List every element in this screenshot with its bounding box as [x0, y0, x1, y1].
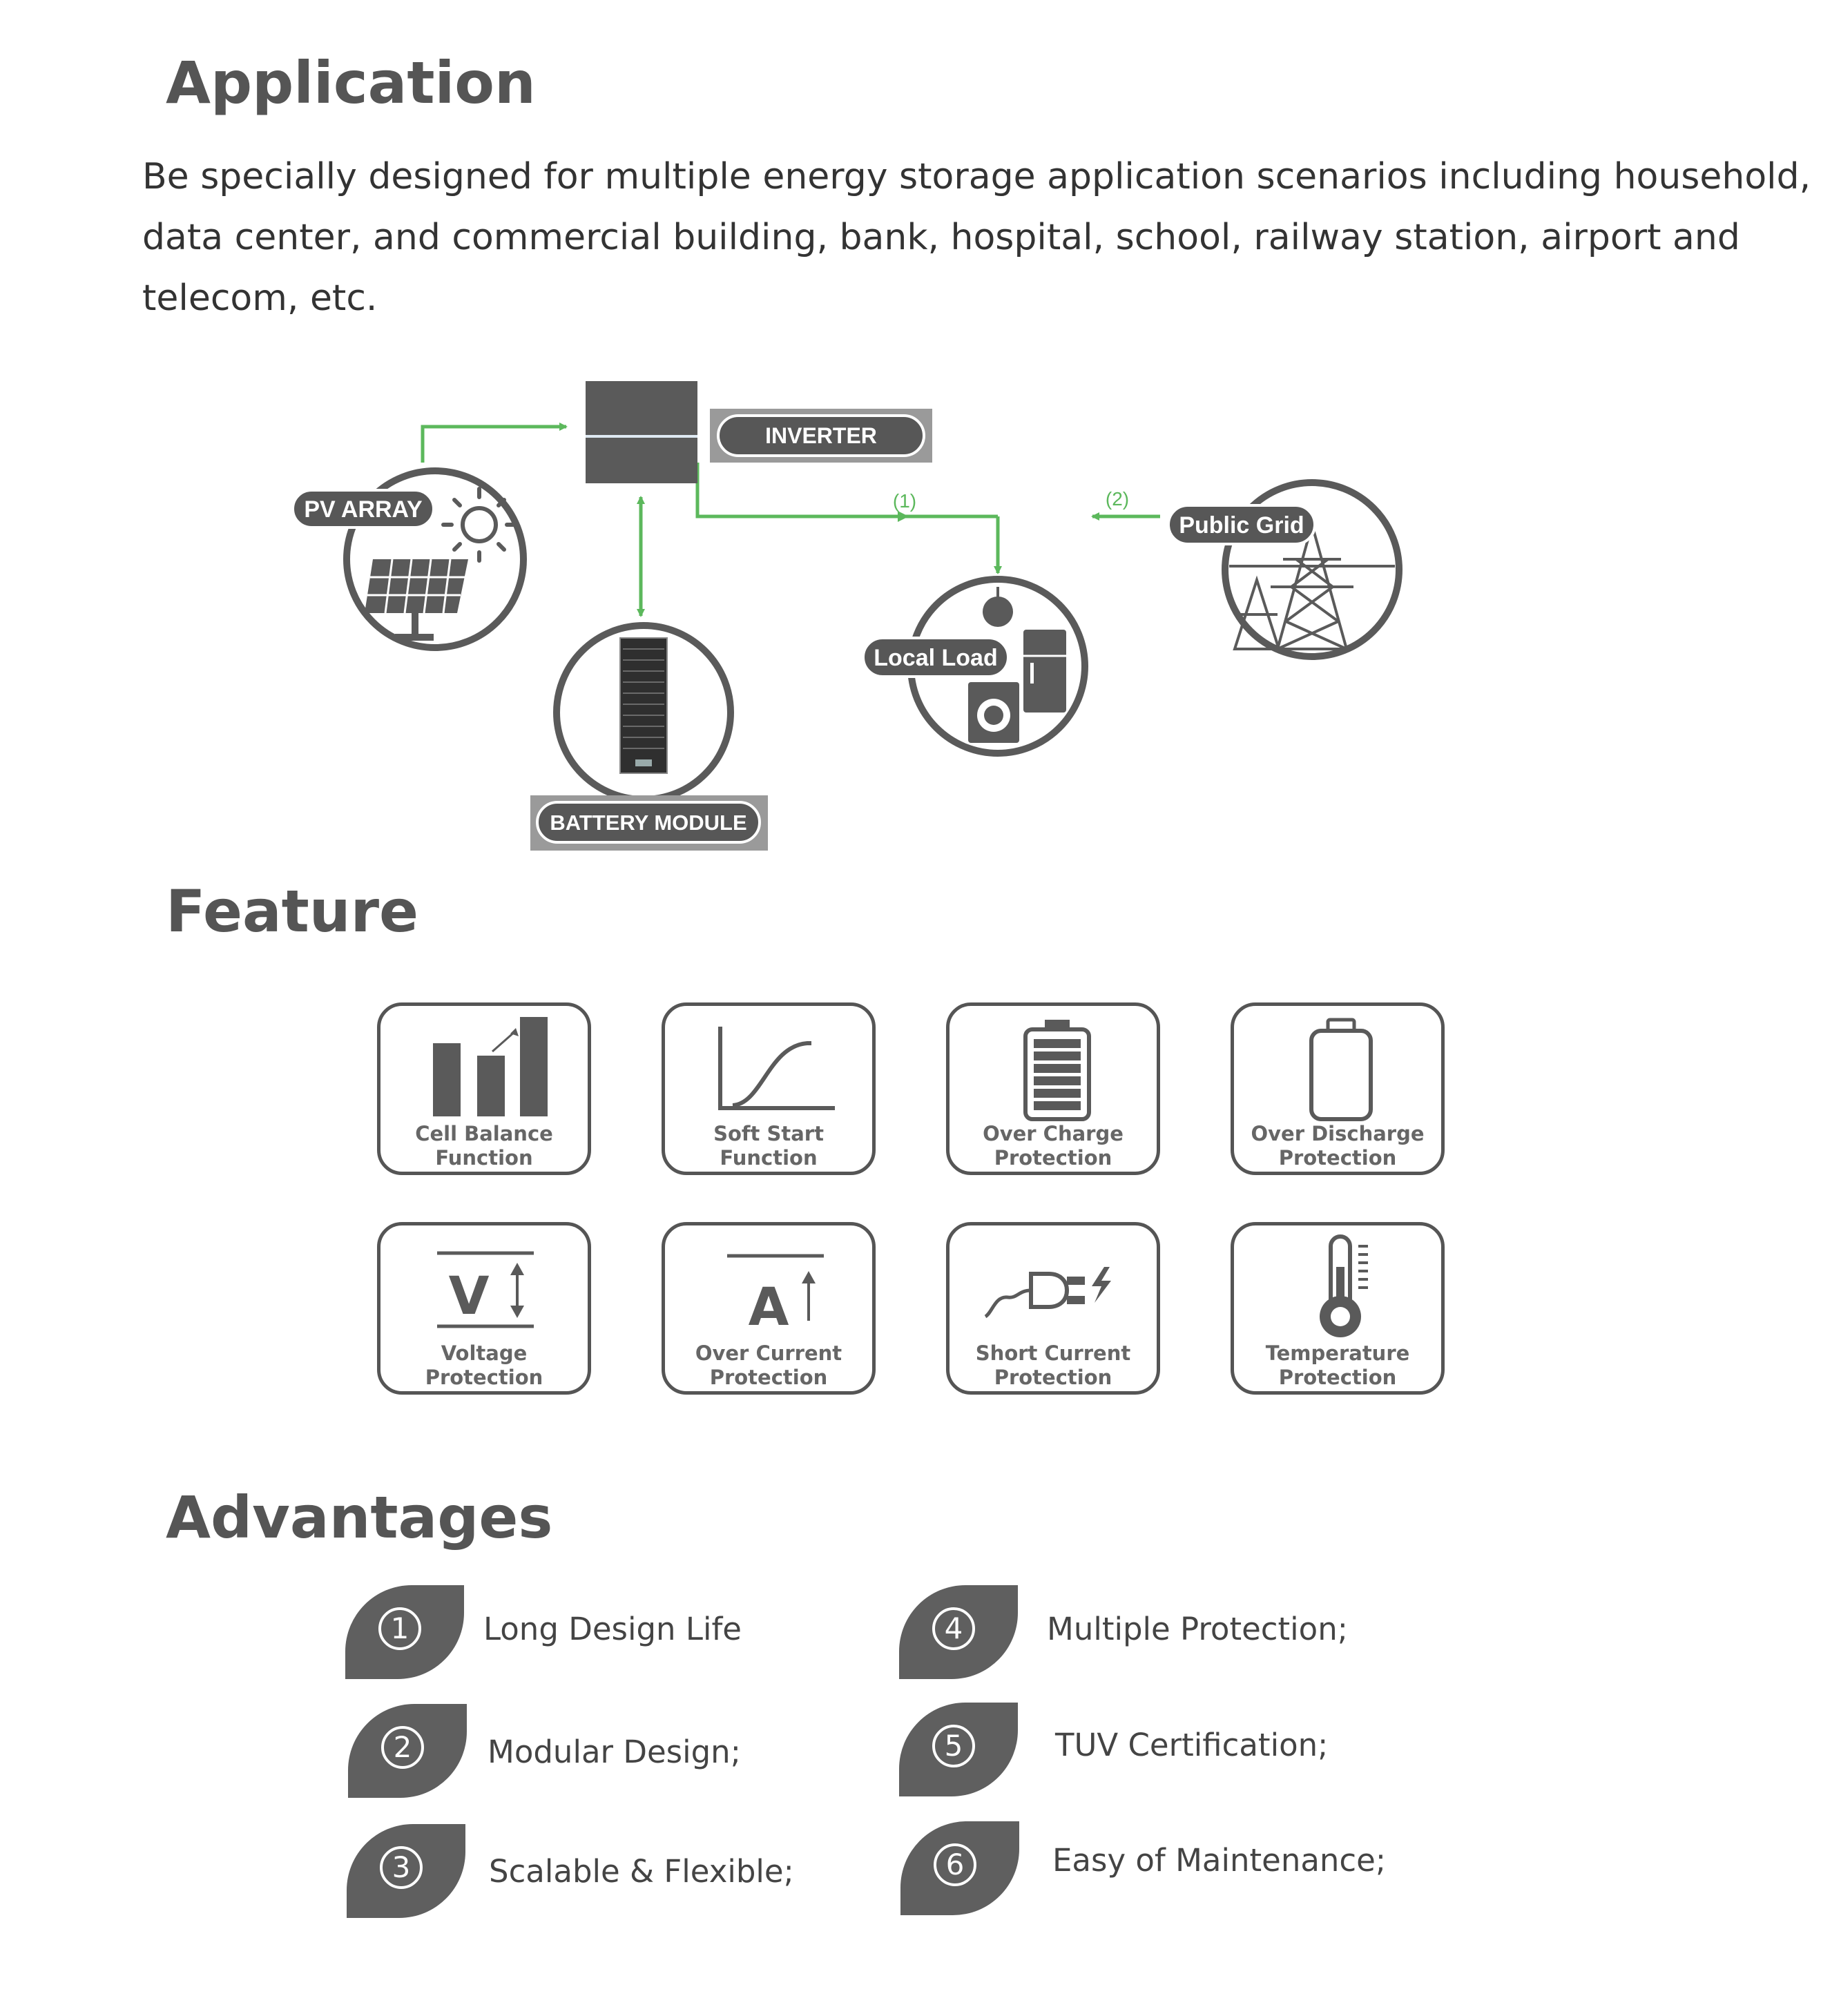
advantages-title: Advantages: [166, 1484, 553, 1551]
plug-icon: [984, 1267, 1111, 1319]
application-title: Application: [166, 49, 536, 117]
svg-text:A: A: [749, 1276, 789, 1337]
advantage-number: 5: [932, 1725, 975, 1767]
thermometer-icon: [1320, 1234, 1368, 1337]
current-icon: A: [727, 1254, 824, 1337]
advantage-badge-6: 6: [900, 1821, 1019, 1915]
application-description: Be specially designed for multiple energ…: [142, 156, 1811, 319]
pv-array-label-pill: [291, 489, 435, 529]
flow-arrow-1: [898, 511, 909, 522]
inverter-device: [586, 381, 697, 483]
feature-title: Feature: [166, 878, 418, 945]
advantage-number: 2: [381, 1726, 424, 1769]
application-diagram: (1) (2) INVERTER PV ARRAY: [291, 381, 1403, 851]
svg-text:V: V: [449, 1265, 490, 1326]
advantage-number: 3: [380, 1846, 423, 1889]
battery-module-icon: [553, 622, 734, 803]
advantage-badge-3: 3: [347, 1824, 465, 1918]
advantage-badge-5: 5: [899, 1703, 1018, 1796]
local-load-label: Local Load: [874, 645, 997, 671]
advantage-badge-2: 2: [348, 1704, 467, 1798]
advantage-text-4: Multiple Protection;: [1047, 1611, 1348, 1647]
flow-label-2: (2): [1106, 488, 1129, 510]
voltage-icon: V: [437, 1251, 534, 1328]
local-load-label-pill: [862, 637, 1010, 678]
advantage-text-2: Modular Design;: [488, 1734, 741, 1770]
advantage-text-3: Scalable & Flexible;: [489, 1853, 794, 1890]
advantage-number: 4: [932, 1607, 975, 1650]
empty-battery-icon: [1309, 1018, 1373, 1121]
full-battery-icon: [1023, 1020, 1091, 1121]
advantage-badge-1: 1: [345, 1585, 464, 1679]
inverter-label-pill: [717, 414, 925, 457]
public-grid-label-pill: [1167, 504, 1316, 545]
battery-module-label: BATTERY MODULE: [550, 811, 746, 835]
cell-balance-icon: [433, 1017, 548, 1116]
advantage-text-5: TUV Certification;: [1055, 1727, 1329, 1763]
advantage-text-1: Long Design Life: [483, 1611, 742, 1647]
inverter-label: INVERTER: [765, 423, 877, 448]
soft-start-icon: [718, 1027, 835, 1110]
advantage-number: 6: [934, 1843, 976, 1886]
battery-label-pill: [536, 801, 761, 844]
public-grid-label: Public Grid: [1179, 512, 1304, 539]
advantage-badge-4: 4: [899, 1585, 1018, 1679]
pv-array-label: PV ARRAY: [304, 496, 423, 523]
advantage-number: 1: [378, 1607, 421, 1650]
advantage-text-6: Easy of Maintenance;: [1052, 1842, 1387, 1879]
flow-label-1: (1): [893, 490, 916, 512]
